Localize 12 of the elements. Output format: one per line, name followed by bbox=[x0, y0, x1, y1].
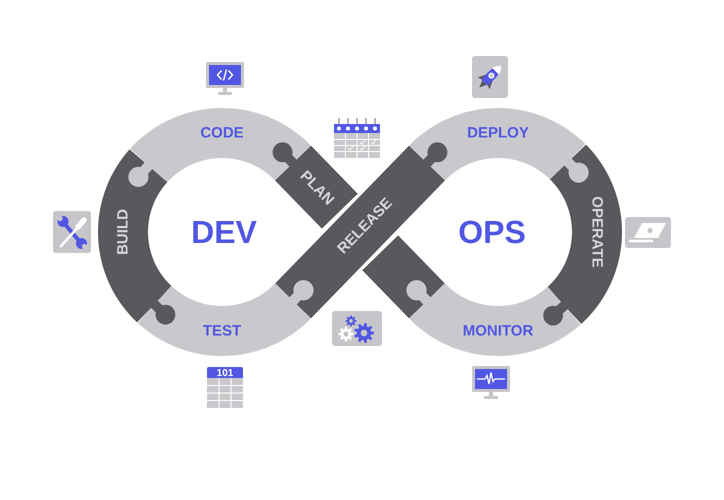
puzzle-segment bbox=[275, 142, 448, 319]
segment-label: TEST bbox=[202, 324, 242, 338]
puzzle-segment bbox=[137, 280, 314, 356]
center-label: DEV bbox=[191, 216, 257, 248]
puzzle-segment bbox=[406, 280, 581, 356]
center-label: OPS bbox=[458, 216, 526, 248]
table-header-text: 101 bbox=[216, 368, 234, 378]
segment-label: BUILD bbox=[116, 209, 130, 255]
segment-label: DEPLOY bbox=[467, 126, 529, 140]
segment-label: CODE bbox=[200, 126, 244, 140]
segment-label: OPERATE bbox=[590, 196, 604, 268]
segment-label: MONITOR bbox=[462, 324, 534, 338]
